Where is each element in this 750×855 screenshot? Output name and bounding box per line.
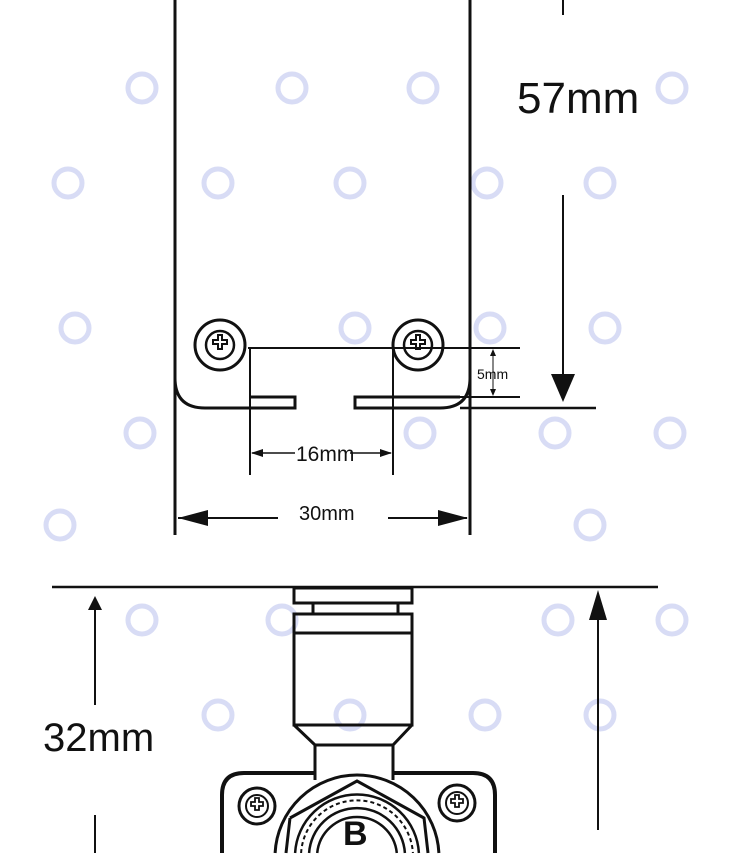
height-bottom-label: 32mm (43, 716, 154, 760)
mounting-flange (220, 771, 497, 853)
screw-icon (193, 318, 247, 372)
port-body-arc (273, 773, 441, 854)
top-view (173, 0, 596, 535)
port-label: B (343, 815, 368, 853)
tab-offset-label: 5mm (477, 366, 508, 382)
hole-spacing-label: 16mm (296, 443, 354, 466)
screw-icon (237, 786, 277, 826)
plate-outline-right (353, 0, 472, 410)
watermark-icons (43, 71, 689, 732)
side-view (52, 585, 658, 854)
screw-icon (391, 318, 445, 372)
screw-icon (437, 783, 477, 823)
dimension-arrows-bottom (88, 590, 607, 853)
hex-nut (284, 779, 430, 854)
plate-width-label: 30mm (299, 503, 355, 525)
dimension-arrows-top (178, 0, 575, 526)
height-top-label: 57mm (517, 74, 639, 123)
